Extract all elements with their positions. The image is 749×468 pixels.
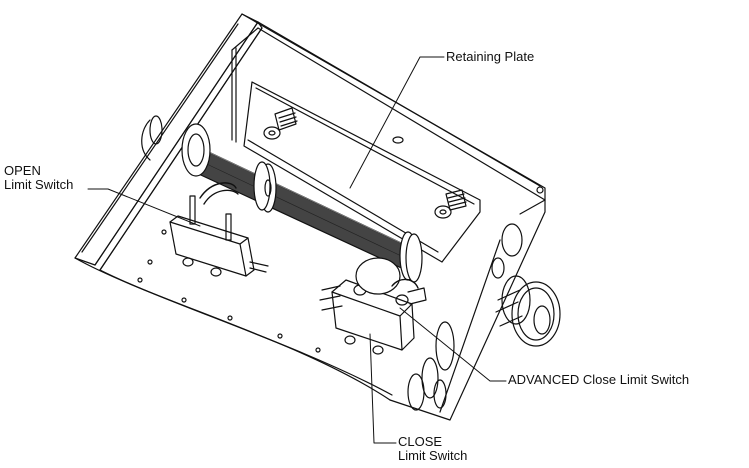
label-advanced-close-limit-switch: ADVANCED Close Limit Switch: [508, 373, 689, 387]
plate-bolt-right: [434, 189, 467, 219]
leader-open: [87, 188, 201, 227]
close-label-line1: CLOSE: [398, 434, 443, 449]
back-wall: [231, 13, 546, 201]
open-label-line1: OPEN: [4, 163, 41, 178]
leader-retaining-plate: [349, 56, 445, 189]
plate-bolt-left: [263, 107, 298, 140]
label-close-limit-switch: CLOSE Limit Switch: [398, 435, 467, 463]
advanced-close-text: ADVANCED Close Limit Switch: [508, 372, 690, 387]
left-side-wall: [74, 13, 263, 271]
leader-close: [369, 333, 397, 444]
label-retaining-plate: Retaining Plate: [446, 50, 534, 64]
close-limit-switch-part: [319, 257, 415, 355]
leader-advanced: [399, 307, 507, 382]
open-limit-switch-part: [169, 182, 269, 277]
advanced-close-switch-part: [391, 278, 427, 306]
label-open-limit-switch: OPEN Limit Switch: [4, 164, 73, 192]
leader-lines: [87, 56, 507, 444]
open-label-line2: Limit Switch: [4, 177, 74, 192]
close-label-line2: Limit Switch: [398, 448, 468, 463]
right-side-wall: [389, 186, 546, 421]
spring-roller: [181, 123, 423, 283]
motor-hub: [495, 275, 561, 347]
retaining-plate-text: Retaining Plate: [446, 49, 535, 64]
